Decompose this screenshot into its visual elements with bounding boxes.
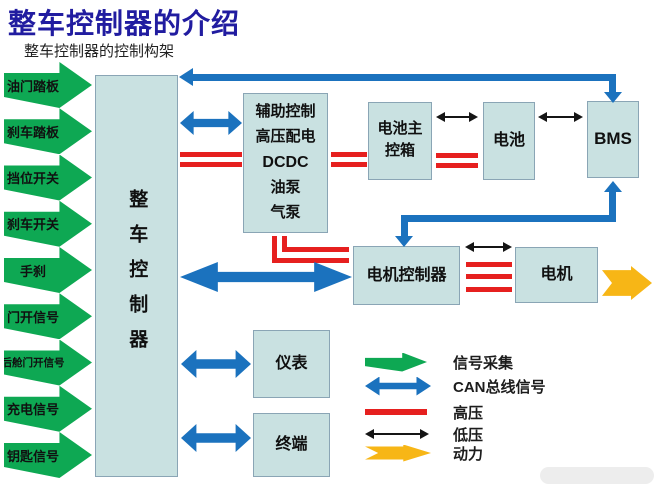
vcu-box: 整车控制器 xyxy=(95,75,178,477)
motor-controller-box: 电机控制器 xyxy=(353,246,460,305)
can-arrowhead-into-bms-icon xyxy=(604,92,622,103)
vcu-label: 整车控制器 xyxy=(126,188,148,364)
hv-bar-aux-batterymain-1 xyxy=(331,152,367,157)
battery-box: 电池 xyxy=(483,102,535,180)
battery-label: 电池 xyxy=(492,132,525,150)
hv-bar-mc-motor-2 xyxy=(466,274,512,279)
can-line-bms-vertical xyxy=(609,190,616,222)
can-arrowhead-into-mc-icon xyxy=(395,236,413,247)
can-arrow-vcu-mc-icon xyxy=(180,262,352,292)
input-label: 油门踏板 xyxy=(6,78,59,94)
aux-line: 辅助控制 xyxy=(255,104,316,121)
legend-item-signal: 信号采集 xyxy=(365,352,513,372)
hv-bar-aux-batterymain-2 xyxy=(331,162,367,167)
bms-box: BMS xyxy=(587,101,639,178)
input-arrow-brake-switch: 刹车开关 xyxy=(4,200,92,247)
input-arrow-gear-switch: 挡位开关 xyxy=(4,154,92,201)
power-arrow-motor-output-icon xyxy=(602,266,652,300)
instrument-box: 仪表 xyxy=(253,330,330,398)
aux-control-box: 辅助控制 高压配电 DCDC 油泵 气泵 xyxy=(243,93,328,233)
motor-controller-label: 电机控制器 xyxy=(366,266,447,284)
can-line-top-horizontal xyxy=(192,74,616,81)
hv-bar-batterymain-battery-2 xyxy=(436,163,478,168)
hv-bar-mc-motor-3 xyxy=(466,287,512,292)
battery-main-line: 控箱 xyxy=(384,143,415,159)
legend-label: 低压 xyxy=(453,426,484,444)
hv-elbow-vertical-inner xyxy=(282,236,287,252)
input-arrow-handbrake: 手刹 xyxy=(4,247,92,293)
input-label: 门开信号 xyxy=(6,309,59,325)
signal-arrow-icon xyxy=(365,352,427,372)
can-arrow-icon xyxy=(365,376,431,396)
page-subtitle: 整车控制器的控制构架 xyxy=(24,44,175,60)
input-arrow-trunk-door-open-signal: 后舱门开信号 xyxy=(1,339,92,386)
lv-arrow-mc-motor-icon xyxy=(465,242,512,252)
hv-bar-vcu-aux-2 xyxy=(180,162,242,167)
can-arrow-vcu-aux-icon xyxy=(180,111,242,135)
input-label: 钥匙信号 xyxy=(6,448,59,464)
input-arrow-accelerator-pedal: 油门踏板 xyxy=(4,62,92,108)
input-label: 手刹 xyxy=(19,263,46,279)
lv-arrow-battery-bms-icon xyxy=(538,112,583,122)
aux-line-dcdc: DCDC xyxy=(262,153,309,171)
legend-label: CAN总线信号 xyxy=(453,378,546,396)
can-line-mc-vertical xyxy=(401,215,408,237)
can-line-bms-mc-horizontal xyxy=(405,215,616,222)
can-arrow-vcu-instrument-icon xyxy=(181,350,251,378)
bms-label: BMS xyxy=(594,129,632,149)
aux-line: 高压配电 xyxy=(255,129,316,146)
hv-elbow-horizontal-inner xyxy=(282,247,349,252)
battery-main-control-box: 电池主 控箱 xyxy=(368,102,432,180)
hv-bar-vcu-aux-1 xyxy=(180,152,242,157)
can-arrow-vcu-terminal-icon xyxy=(181,424,251,452)
legend-item-power: 动力 xyxy=(365,443,483,463)
can-line-top-vertical xyxy=(609,74,616,94)
aux-line: 气泵 xyxy=(270,204,301,221)
input-arrow-door-open-signal: 门开信号 xyxy=(4,293,92,340)
hv-elbow-horizontal-outer xyxy=(272,258,349,263)
legend-label: 动力 xyxy=(453,445,484,463)
instrument-label: 仪表 xyxy=(275,355,308,373)
hv-bar-mc-motor-1 xyxy=(466,262,512,267)
legend-item-can: CAN总线信号 xyxy=(365,376,546,396)
input-signals: 油门踏板 刹车踏板 挡位开关 刹车开关 手刹 门开信号 后舱门开信号 充电信号 … xyxy=(4,62,92,478)
input-arrow-brake-pedal: 刹车踏板 xyxy=(4,108,92,155)
legend-item-hv: 高压 xyxy=(365,402,483,422)
terminal-box: 终端 xyxy=(253,413,330,477)
can-arrowhead-into-vcu-icon xyxy=(179,68,193,86)
lv-arrow-batterymain-battery-icon xyxy=(436,112,478,122)
hv-bar-icon xyxy=(365,409,427,415)
terminal-label: 终端 xyxy=(275,436,308,454)
legend-label: 高压 xyxy=(453,404,484,422)
power-arrow-icon xyxy=(365,444,431,462)
input-label: 后舱门开信号 xyxy=(1,357,65,369)
motor-label: 电机 xyxy=(540,266,573,284)
aux-line: 油泵 xyxy=(270,180,301,197)
battery-main-line: 电池主 xyxy=(377,121,423,138)
input-label: 刹车踏板 xyxy=(6,124,59,140)
input-label: 挡位开关 xyxy=(6,171,59,186)
motor-box: 电机 xyxy=(515,247,598,303)
input-label: 充电信号 xyxy=(6,402,59,418)
legend-label: 信号采集 xyxy=(453,354,514,372)
can-arrowhead-into-bms-bottom-icon xyxy=(604,181,622,192)
input-label: 刹车开关 xyxy=(6,217,59,233)
hv-elbow-vertical-outer xyxy=(272,236,277,263)
lv-arrow-icon xyxy=(365,429,429,439)
legend-item-lv: 低压 xyxy=(365,424,483,444)
input-arrow-charging-signal: 充电信号 xyxy=(4,385,92,432)
watermark xyxy=(540,467,654,484)
page-title: 整车控制器的介绍 xyxy=(8,8,241,39)
hv-bar-batterymain-battery-1 xyxy=(436,153,478,158)
input-arrow-key-signal: 钥匙信号 xyxy=(4,432,92,478)
